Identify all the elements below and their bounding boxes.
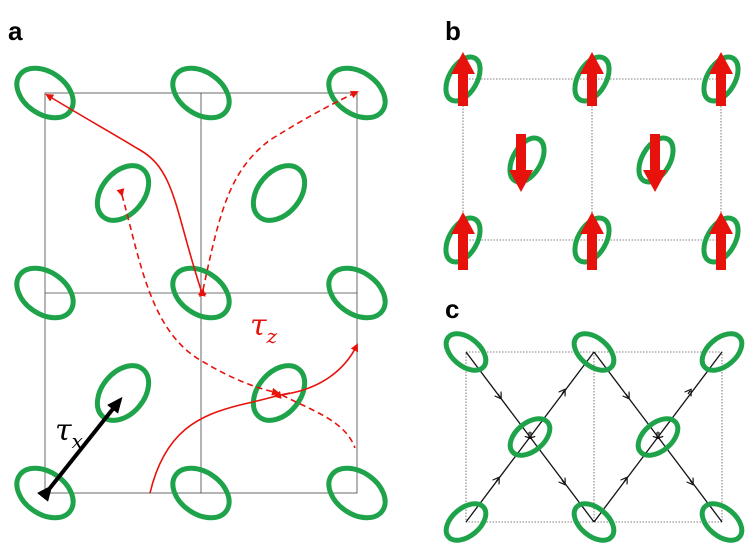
molecule-ellipse (170, 465, 232, 521)
spin-down-arrow (509, 134, 533, 192)
tau-x-label: τx (55, 413, 83, 453)
tau-z-arrowhead (273, 390, 291, 399)
molecule-ellipse (94, 363, 152, 423)
spin-up-arrow (580, 212, 604, 270)
panel-c: c (443, 294, 745, 543)
tau-z-label: τz (250, 308, 278, 348)
tau-z-solid-path-lower (149, 343, 359, 494)
tau-x-arrow (37, 396, 123, 502)
tau-z-dashed-path-middle (116, 188, 280, 396)
tau-z-solid-path-upper (45, 93, 207, 297)
spin-up-arrow (451, 52, 475, 106)
spin-down-arrow (643, 134, 667, 192)
panel-b-spins (451, 52, 733, 270)
panel-b: b (443, 16, 741, 270)
tau-z-dashed-path-lower (281, 394, 356, 449)
spin-up-arrow (580, 52, 604, 106)
panel-c-molecules (443, 331, 745, 543)
molecule-ellipse (250, 363, 308, 423)
spin-up-arrow (709, 52, 733, 106)
molecule-ellipse (250, 163, 308, 223)
spin-up-arrow (709, 212, 733, 270)
molecule-ellipse (94, 163, 152, 223)
panel-b-label: b (445, 16, 461, 46)
spin-up-arrow (451, 212, 475, 270)
panel-c-label: c (445, 294, 459, 324)
panel-a-label: a (8, 16, 23, 46)
molecule-ellipse (326, 465, 388, 521)
panel-b-molecules (443, 54, 741, 265)
panel-a: a (8, 16, 388, 521)
panel-c-paths (465, 351, 723, 523)
tau-z-dashed-path-upper-right (197, 90, 359, 297)
